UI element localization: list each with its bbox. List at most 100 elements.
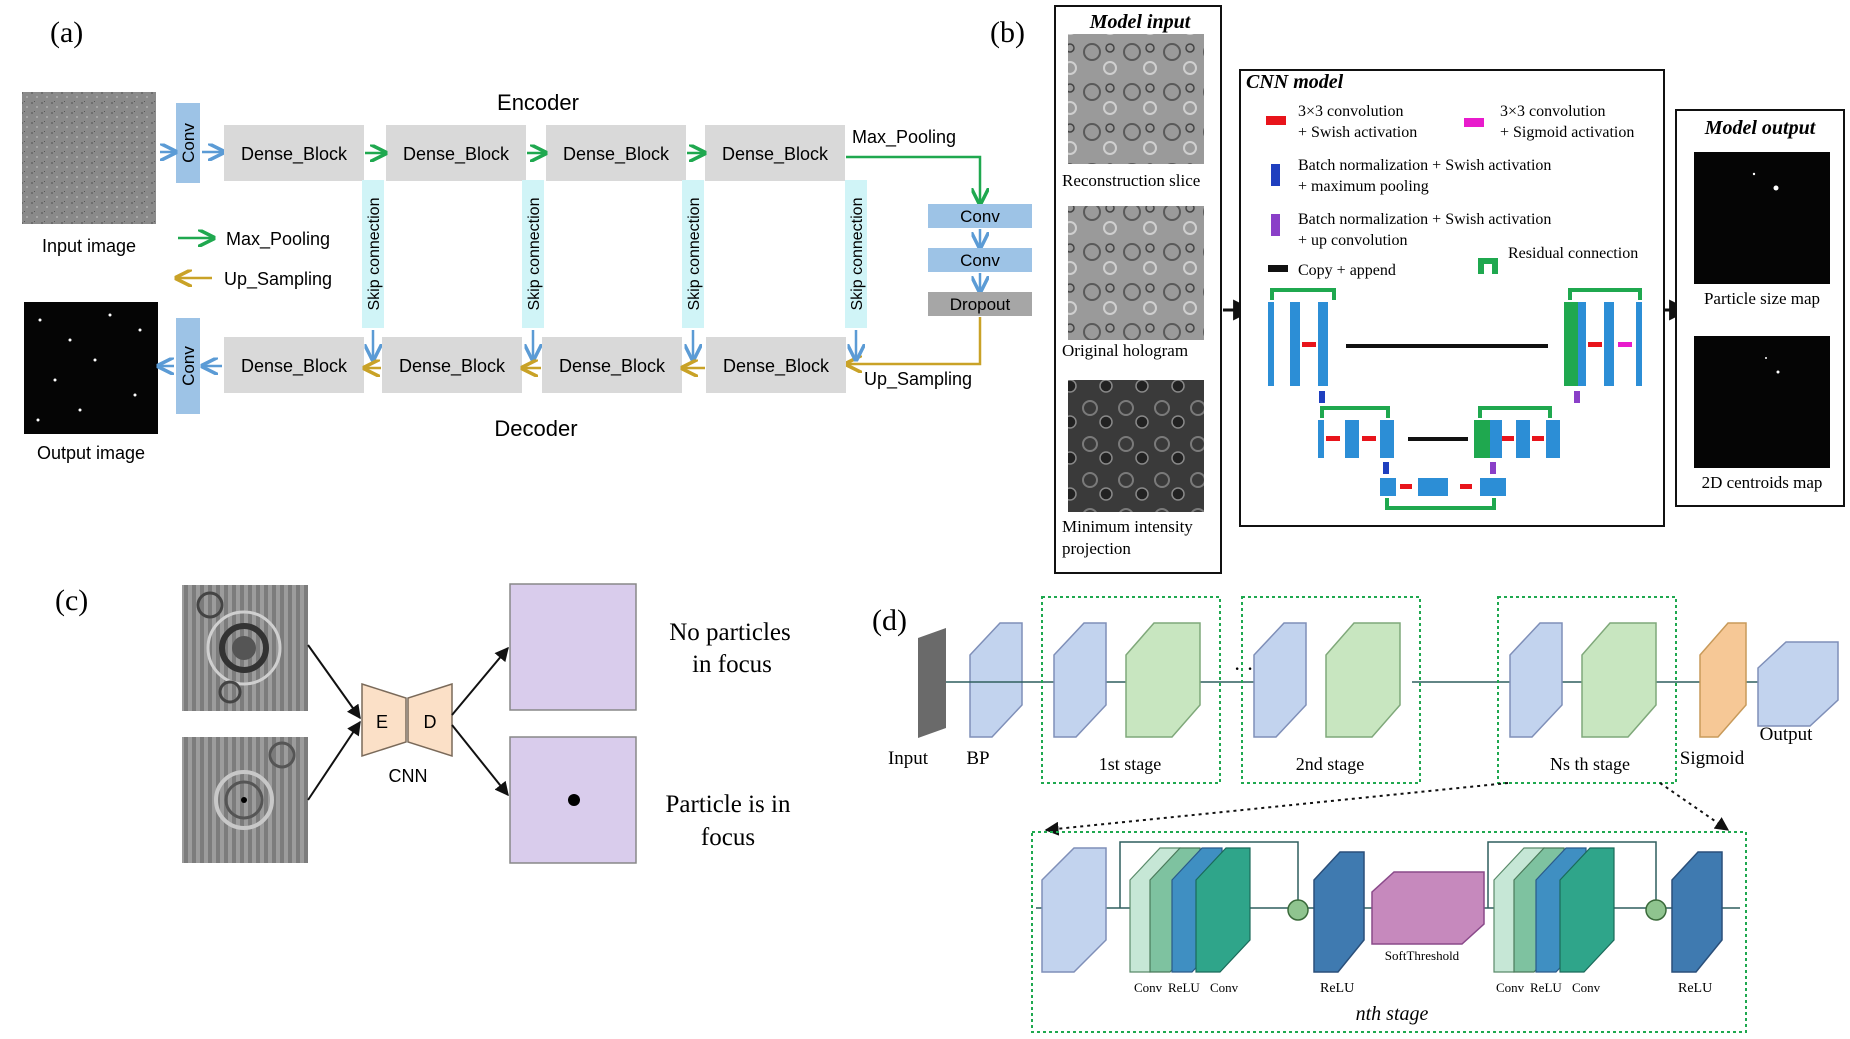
dec-block-3: Dense_Block bbox=[559, 356, 666, 377]
conv-in-label: Conv bbox=[179, 123, 198, 163]
stage-n-box bbox=[1497, 596, 1677, 784]
enc-block-4: Dense_Block bbox=[722, 144, 829, 165]
unet-sketch bbox=[1268, 288, 1642, 510]
legend-green-swatch bbox=[1478, 258, 1498, 274]
sigmoid-label: Sigmoid bbox=[1680, 748, 1745, 769]
enc-block-1: Dense_Block bbox=[241, 144, 348, 165]
input-label: Input bbox=[888, 748, 929, 769]
no-particle-output bbox=[509, 583, 637, 711]
particle-size-map-label: Particle size map bbox=[1704, 289, 1820, 308]
max-pooling-label: Max_Pooling bbox=[852, 127, 956, 148]
skip-label-1: Skip connection bbox=[366, 198, 383, 311]
min-intensity-label-1: Minimum intensity bbox=[1062, 517, 1193, 536]
legend-red-swatch bbox=[1266, 116, 1286, 125]
relu-label-4: ReLU bbox=[1678, 981, 1712, 996]
reconstruction-slice-label: Reconstruction slice bbox=[1062, 171, 1200, 190]
panel-c-label: (c) bbox=[55, 584, 88, 617]
legend-black: Copy + append bbox=[1298, 262, 1396, 279]
legend-black-swatch bbox=[1268, 265, 1288, 272]
skip-label-3: Skip connection bbox=[686, 198, 703, 311]
panel-c: (c) E D CNN No particles in focus Partic… bbox=[55, 583, 791, 864]
relu-label-2: ReLU bbox=[1320, 981, 1354, 996]
output-label: Output bbox=[1760, 724, 1814, 745]
cnn-label: CNN bbox=[389, 766, 428, 786]
no-particles-line-1: No particles bbox=[669, 619, 790, 646]
decoder-shape bbox=[407, 682, 453, 758]
legend-up-sampling: Up_Sampling bbox=[224, 269, 332, 290]
bottleneck-conv-1-label: Conv bbox=[960, 207, 1000, 226]
original-hologram-img bbox=[1068, 206, 1204, 340]
legend-red-2: + Swish activation bbox=[1298, 124, 1417, 141]
model-output-title: Model output bbox=[1704, 117, 1817, 139]
skip-connections: Skip connection Skip connection Skip con… bbox=[362, 180, 867, 328]
particle-in-focus-line-1: Particle is in bbox=[666, 791, 791, 818]
legend-purple-1: Batch normalization + Swish activation bbox=[1298, 211, 1551, 228]
bottleneck-conv-1 bbox=[928, 204, 1032, 228]
stage-2-label: 2nd stage bbox=[1296, 754, 1364, 774]
enc-block-2: Dense_Block bbox=[403, 144, 510, 165]
min-intensity-label-2: projection bbox=[1062, 539, 1131, 558]
nth-stage-box bbox=[1031, 831, 1747, 1033]
conv-relu-conv-1: Conv ReLU Conv bbox=[1129, 847, 1251, 995]
conv-in bbox=[176, 103, 200, 183]
bottleneck-conv-2-label: Conv bbox=[960, 251, 1000, 270]
legend-mag-swatch bbox=[1464, 118, 1484, 127]
dec-block-1: Dense_Block bbox=[241, 356, 348, 377]
panel-d: (d) Input BP · · · 1st stage 2nd stage N… bbox=[872, 596, 1839, 1033]
encoder-blocks: Dense_Block Dense_Block Dense_Block Dens… bbox=[224, 125, 845, 181]
conv-relu-conv-2: Conv ReLU Conv bbox=[1493, 847, 1615, 995]
encoder-title: Encoder bbox=[497, 90, 579, 115]
enc-block-3: Dense_Block bbox=[563, 144, 670, 165]
output-image-label: Output image bbox=[37, 443, 145, 463]
relu-label-3: ReLU bbox=[1530, 980, 1562, 995]
centroids-map-label: 2D centroids map bbox=[1702, 473, 1823, 492]
cnn-model-title: CNN model bbox=[1246, 71, 1344, 93]
sum-node-2 bbox=[1645, 899, 1667, 921]
centroids-map-img bbox=[1694, 336, 1830, 468]
panel-b-label: (b) bbox=[990, 16, 1025, 49]
original-hologram-label: Original hologram bbox=[1062, 341, 1188, 360]
output-block bbox=[1757, 641, 1839, 727]
dec-block-2: Dense_Block bbox=[399, 356, 506, 377]
stage-1-box bbox=[1041, 596, 1221, 784]
encoder-shape bbox=[361, 682, 407, 758]
legend-mag-2: + Sigmoid activation bbox=[1500, 124, 1634, 141]
panel-d-label: (d) bbox=[872, 604, 907, 637]
particle-size-map-img bbox=[1694, 152, 1830, 284]
encoder-letter: E bbox=[376, 712, 388, 732]
skip-label-4: Skip connection bbox=[849, 198, 866, 311]
legend-max-pooling: Max_Pooling bbox=[226, 229, 330, 250]
particle-dot bbox=[568, 794, 580, 806]
conv-out bbox=[176, 318, 200, 414]
stage-2-box bbox=[1241, 596, 1421, 784]
dropout-label: Dropout bbox=[950, 295, 1011, 314]
model-input-title: Model input bbox=[1089, 11, 1192, 33]
legend-green: Residual connection bbox=[1508, 245, 1638, 262]
sigmoid-block bbox=[1699, 622, 1747, 738]
conv-out-label: Conv bbox=[179, 346, 198, 386]
stage-n-label: Ns th stage bbox=[1550, 754, 1630, 774]
bp-block bbox=[969, 622, 1023, 738]
legend-blue-swatch bbox=[1271, 164, 1280, 186]
nth-stage-label: nth stage bbox=[1356, 1003, 1429, 1025]
particle-in-focus-line-2: focus bbox=[701, 824, 755, 851]
min-intensity-img bbox=[1068, 380, 1204, 512]
decoder-blocks: Dense_Block Dense_Block Dense_Block Dens… bbox=[224, 337, 846, 393]
sum-node-1 bbox=[1287, 899, 1309, 921]
panel-a-label: (a) bbox=[50, 16, 83, 49]
stage-1-label: 1st stage bbox=[1099, 754, 1162, 774]
reconstruction-slice-img bbox=[1068, 34, 1204, 164]
conv-label-4: Conv bbox=[1572, 980, 1601, 995]
soft-threshold-label: SoftThreshold bbox=[1385, 948, 1460, 963]
panel-a: (a) Input image Output image Conv Dense_… bbox=[22, 16, 1032, 463]
legend-purple-swatch bbox=[1271, 214, 1280, 236]
output-image-thumb bbox=[24, 302, 158, 434]
up-sampling-label: Up_Sampling bbox=[864, 369, 972, 390]
legend-red-1: 3×3 convolution bbox=[1298, 103, 1403, 120]
decoder-letter: D bbox=[424, 712, 437, 732]
output-image-dots bbox=[36, 313, 142, 422]
decoder-title: Decoder bbox=[494, 416, 577, 441]
skip-label-2: Skip connection bbox=[526, 198, 543, 311]
legend-blue-2: + maximum pooling bbox=[1298, 178, 1429, 195]
